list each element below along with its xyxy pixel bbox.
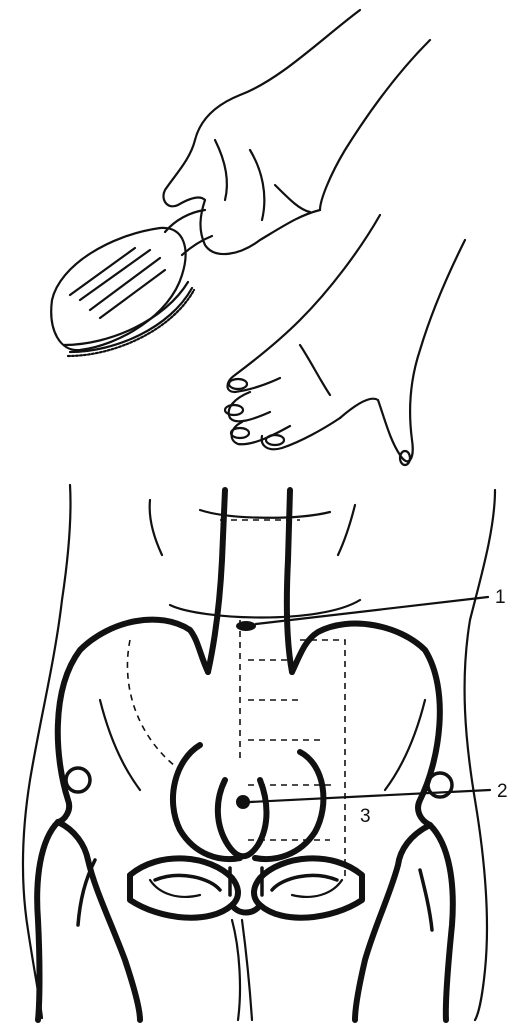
brush-icon (51, 210, 212, 356)
label-2: 2 (497, 781, 508, 802)
label-1: 1 (495, 587, 506, 608)
label-3: 3 (360, 806, 371, 827)
pelvis-outline (23, 485, 495, 1020)
hand-with-brush (51, 10, 465, 465)
